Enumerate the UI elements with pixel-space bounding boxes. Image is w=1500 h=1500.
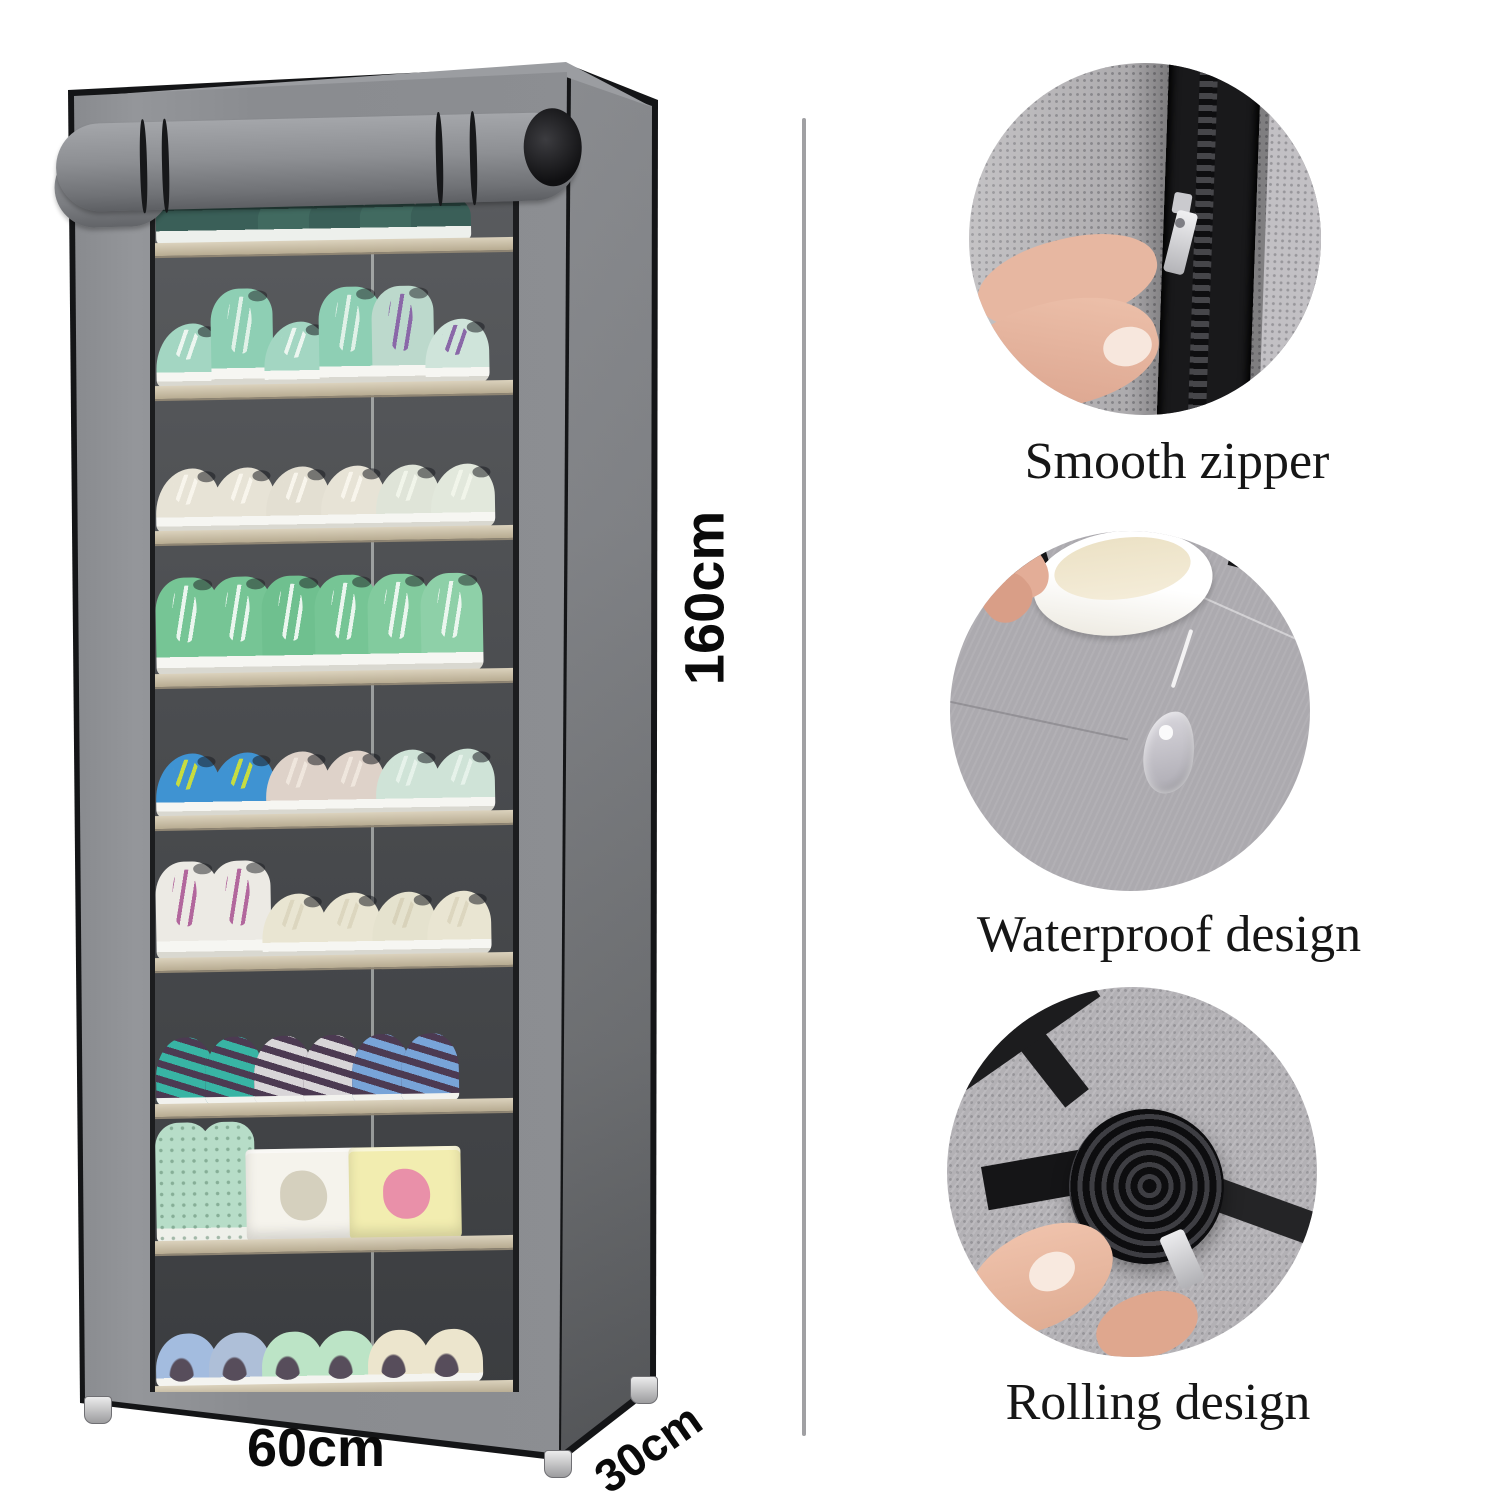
shoe-box [348,1145,462,1240]
width-dimension-label: 60cm [246,1418,386,1478]
water-highlight [1158,725,1174,740]
sneaker-shoe [430,463,496,529]
rack-interior [150,196,519,1392]
shelf-tier-8 [155,1117,512,1256]
rack-foot [544,1450,572,1478]
rolled-up-cover [53,107,583,229]
height-dimension-label: 160cm [672,510,736,686]
shoe-box [245,1147,359,1242]
shelf-tier-9 [155,1328,511,1392]
finger [1087,1279,1206,1357]
feature-caption-zipper: Smooth zipper [1024,433,1330,490]
feature-caption-rolling: Rolling design [1005,1374,1311,1431]
slipper-shoe [420,1328,484,1384]
sneaker-shoe [426,890,492,956]
shelf-tier-7 [155,1032,511,1119]
shelf-tier-4 [155,572,512,689]
zipper-photo [969,63,1321,415]
waterproof-photo [950,531,1310,891]
rack-foot [630,1376,658,1404]
feature-caption-waterproof: Waterproof design [976,906,1362,963]
rack-foot [84,1396,112,1424]
shelf-tier-2 [155,284,512,401]
sneaker-shoe [430,748,496,814]
section-divider [802,118,806,1436]
hightop-shoe [420,572,484,672]
roll-body [55,111,579,213]
rolling-photo [947,987,1317,1357]
shelf-tier-6 [155,856,512,973]
shelf-tier-5 [155,748,511,831]
shelf-tier-3 [155,463,511,546]
zipper-pull-hole [1174,217,1186,229]
sandal-shoe [400,1032,460,1102]
sneaker-shoe [424,318,490,384]
